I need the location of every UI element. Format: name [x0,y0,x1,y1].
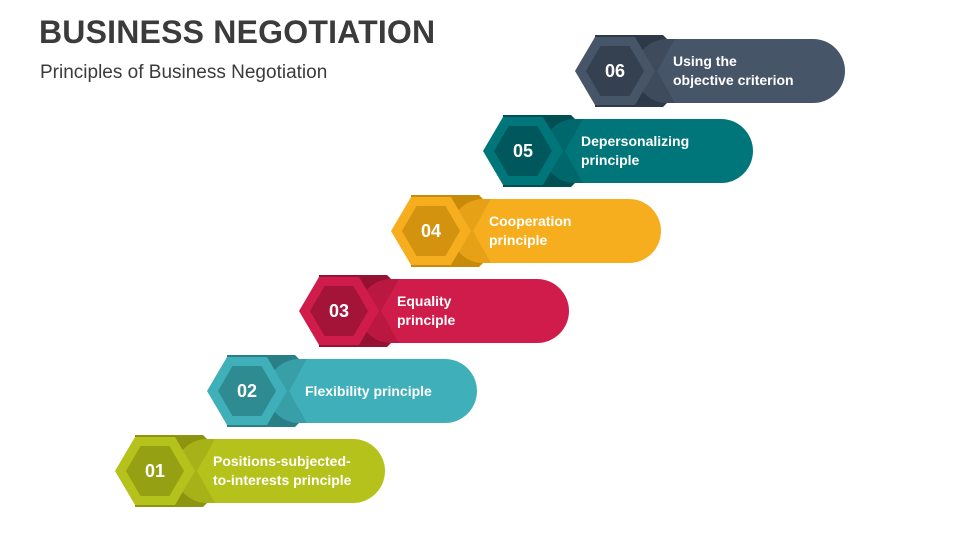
step-number: 01 [144,460,166,481]
step-label: Positions-subjected- to-interests princi… [213,453,352,488]
page-title: BUSINESS NEGOTIATION [39,14,436,50]
step-hexagon-inner [218,366,276,416]
step-label: Depersonalizing principle [581,133,690,168]
step-hexagon-inner [494,126,552,176]
step-number: 06 [604,60,626,81]
page-subtitle: Principles of Business Negotiation [40,62,328,83]
step-hexagon-inner [126,446,184,496]
step-hexagon-inner [586,46,644,96]
step-label: Cooperation principle [489,213,572,248]
step-shape [483,115,753,187]
principle-step-06: 06 Using the objective criterion [575,35,865,107]
step-shape [115,435,385,507]
step-hexagon-inner [310,286,368,336]
step-shape [391,195,661,267]
step-shape [207,355,477,427]
step-number: 02 [236,380,258,401]
step-pill-bar [451,199,661,263]
step-pill-bar [543,119,753,183]
step-pill-bar [635,39,845,103]
step-shape [299,275,569,347]
step-pill-bar [267,359,477,423]
step-pill-bar [359,279,569,343]
step-number: 03 [328,300,350,321]
principle-step-04: 04 Cooperation principle [391,195,681,267]
principle-step-01: 01 Positions-subjected- to-interests prin… [115,435,405,507]
step-hexagon-inner [402,206,460,256]
step-label: Using the objective criterion [673,53,794,88]
principle-step-05: 05 Depersonalizing principle [483,115,773,187]
step-label: Flexibility principle [305,382,432,399]
step-shape [575,35,845,107]
step-number: 05 [512,140,534,161]
step-label: Equality principle [397,293,456,328]
step-number: 04 [420,220,442,241]
principle-step-03: 03 Equality principle [299,275,589,347]
step-pill-bar [175,439,385,503]
principle-step-02: 02 Flexibility principle [207,355,497,427]
